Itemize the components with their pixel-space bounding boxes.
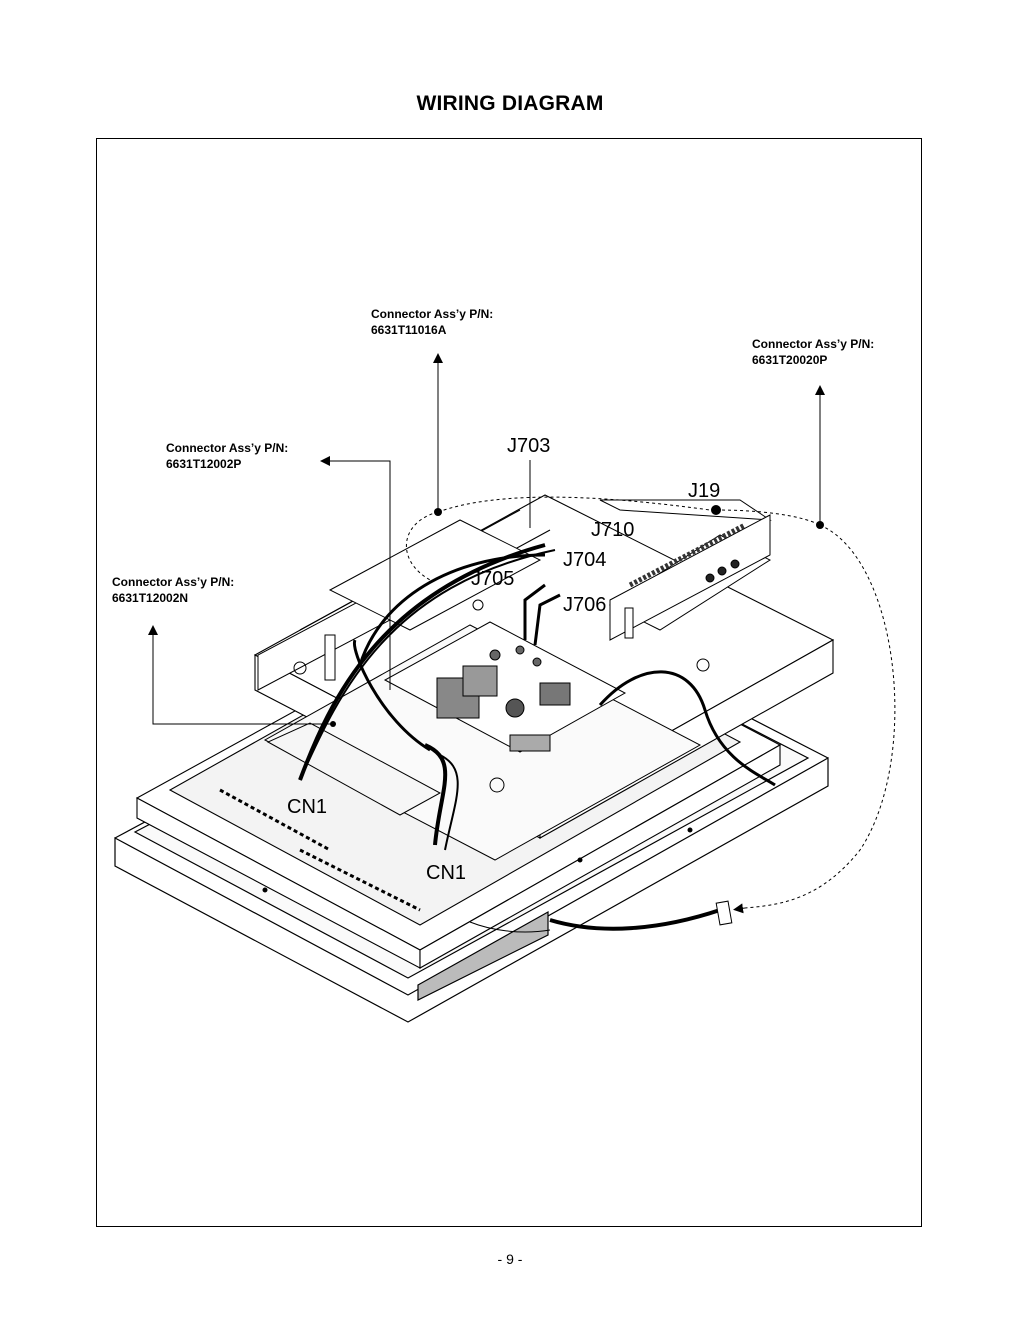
- jack-label-j705: J705: [471, 568, 515, 590]
- signal-board: [599, 499, 772, 641]
- jack-label-j19: J19: [688, 480, 721, 502]
- jack-label-j703: J703: [507, 435, 551, 457]
- jack-label-cn1-right: CN1: [426, 862, 467, 884]
- connector-label-6631T20020P: Connector Ass’y P/N: 6631T20020P: [752, 336, 874, 368]
- leader-lines: [148, 353, 825, 914]
- connector-part-number: 6631T12002P: [166, 457, 242, 471]
- top-cover: [328, 519, 542, 631]
- hardware-details: [219, 599, 710, 912]
- page-title: WIRING DIAGRAM: [416, 92, 604, 115]
- dashed-routing-loop: [405, 496, 896, 909]
- connector-part-number: 6631T12002N: [112, 591, 189, 605]
- ribbon-connector: [715, 900, 733, 926]
- connector-part-number: 6631T20020P: [752, 353, 828, 367]
- jack-label-j706: J706: [563, 594, 607, 616]
- connector-caption: Connector Ass’y P/N:: [112, 575, 235, 589]
- jack-label-cn1-left: CN1: [287, 796, 328, 818]
- jack-label-j710: J710: [591, 519, 635, 541]
- connector-label-6631T12002N: Connector Ass’y P/N: 6631T12002N: [112, 574, 234, 606]
- jack-label-j704: J704: [563, 549, 607, 571]
- wire-harnesses: [298, 543, 776, 933]
- diagram-frame: [96, 138, 922, 1227]
- connector-caption: Connector Ass’y P/N:: [166, 441, 289, 455]
- connector-label-6631T12002P: Connector Ass’y P/N: 6631T12002P: [166, 440, 288, 472]
- connector-caption: Connector Ass’y P/N:: [752, 337, 875, 351]
- inner-panel: [263, 624, 702, 861]
- connector-label-6631T11016A: Connector Ass’y P/N: 6631T11016A: [371, 306, 493, 338]
- connector-caption: Connector Ass’y P/N:: [371, 307, 494, 321]
- page-number: - 9 -: [497, 1251, 523, 1267]
- main-pcb: [383, 621, 627, 753]
- connector-part-number: 6631T11016A: [371, 323, 447, 337]
